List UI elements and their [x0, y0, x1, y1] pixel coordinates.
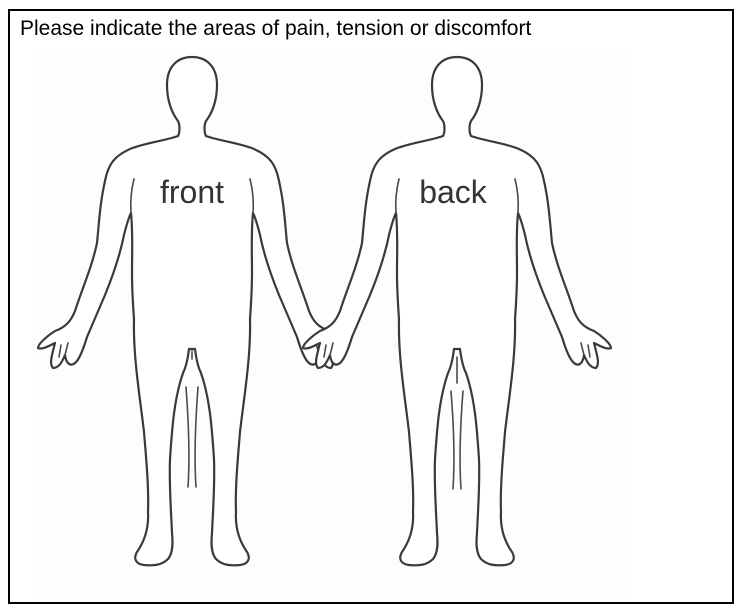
front-label: front	[160, 174, 224, 210]
front-right-inner-leg-line	[195, 387, 198, 487]
back-label: back	[419, 174, 488, 210]
back-body-outline	[303, 57, 611, 565]
body-map-svg: front back	[34, 51, 632, 599]
front-body-outline	[38, 57, 346, 565]
front-body-figure[interactable]	[38, 57, 346, 565]
back-right-inner-leg-line	[460, 391, 463, 489]
back-left-inner-leg-line	[451, 391, 454, 489]
body-diagram-frame: Please indicate the areas of pain, tensi…	[8, 9, 734, 604]
back-body-figure[interactable]	[303, 57, 611, 565]
body-map-figure[interactable]: front back	[34, 51, 632, 599]
front-left-inner-leg-line	[186, 387, 189, 487]
instruction-text: Please indicate the areas of pain, tensi…	[20, 14, 531, 44]
